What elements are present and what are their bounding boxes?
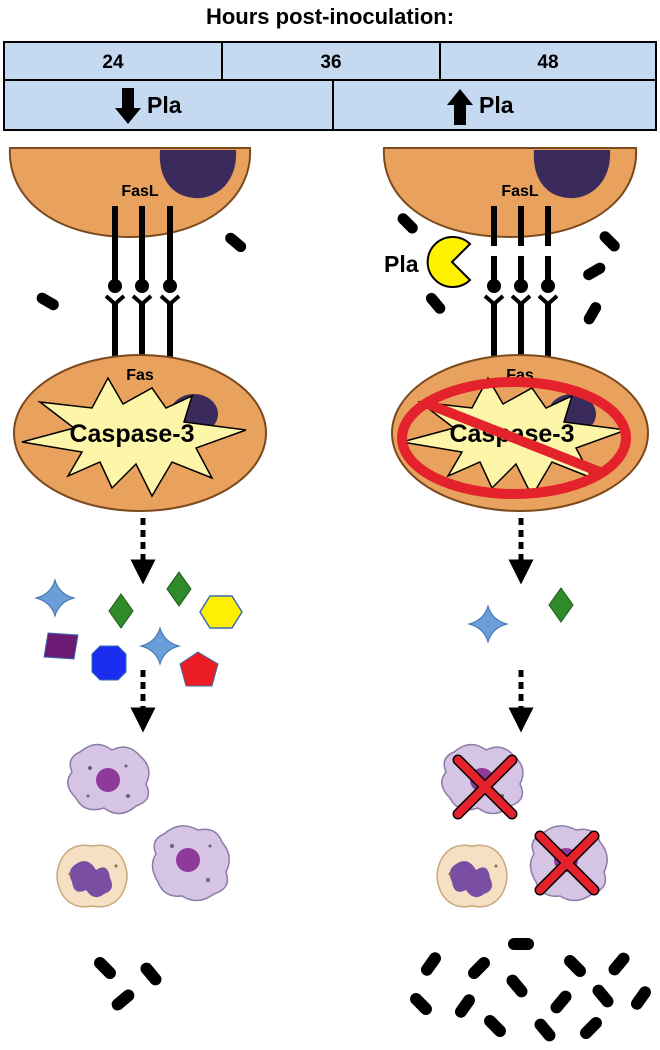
right-bacterium-4 [425,292,446,314]
right-star-signal [467,604,509,644]
left-star-signal-1 [34,578,76,618]
left-blue-octagon [91,645,127,681]
timeline-header: 24 36 48 Pla Pla [3,41,657,131]
macrophage-2-dead-icon [534,830,600,896]
pla-increase-label: Pla [479,92,514,118]
left-green-diamond-1 [108,593,134,629]
right-bacteria-cluster [410,938,652,1042]
left-panel: FasL Fas Caspase-3 [8,147,267,1011]
left-bacterium-2 [36,292,59,311]
right-pla-enzyme-label: Pla [384,251,419,277]
left-bacterium-1 [225,232,247,253]
left-macrophage-1 [67,743,150,815]
left-caspase-label: Caspase-3 [69,420,194,448]
left-fas-label: Fas [126,367,154,384]
right-panel: FasL Pla Fas [382,147,652,1042]
left-bacterium-5 [111,989,135,1011]
right-bacterium-2 [599,231,620,252]
right-bacterium-5 [583,302,602,325]
left-green-diamond-2 [166,571,192,607]
macrophage-1-dead-icon [452,754,518,820]
hour-label-48: 48 [537,52,558,73]
left-purple-parallelogram [43,632,79,660]
pla-down-arrow-icon [115,88,141,124]
left-neutrophil [56,844,128,908]
left-top-nucleus [159,150,237,199]
right-bacterium-1 [397,213,418,234]
left-bacterium-4 [140,962,162,986]
caspase-blocked-icon [397,377,631,499]
right-cleaved-fasl [483,206,559,362]
left-star-signal-2 [139,626,181,666]
pla-decrease-label: Pla [147,92,182,118]
left-macrophage-2 [151,825,230,902]
right-neutrophil [436,844,508,908]
right-bacterium-3 [583,262,606,281]
left-yellow-hexagon [199,595,243,629]
hour-label-24: 24 [102,52,124,73]
hour-label-36: 36 [320,52,341,73]
left-bacterium-3 [94,957,116,979]
right-green-diamond [548,587,574,623]
pla-enzyme-icon [426,236,472,288]
left-red-pentagon [179,651,219,687]
diagram-title: Hours post-inoculation: [206,4,454,29]
pla-up-arrow-icon [447,89,473,125]
right-fasl-label: FasL [501,183,539,200]
left-fasl-fas-complex [104,206,181,362]
right-top-nucleus [533,150,611,199]
left-fasl-label: FasL [121,183,159,200]
left-caspase-starburst [21,376,247,498]
